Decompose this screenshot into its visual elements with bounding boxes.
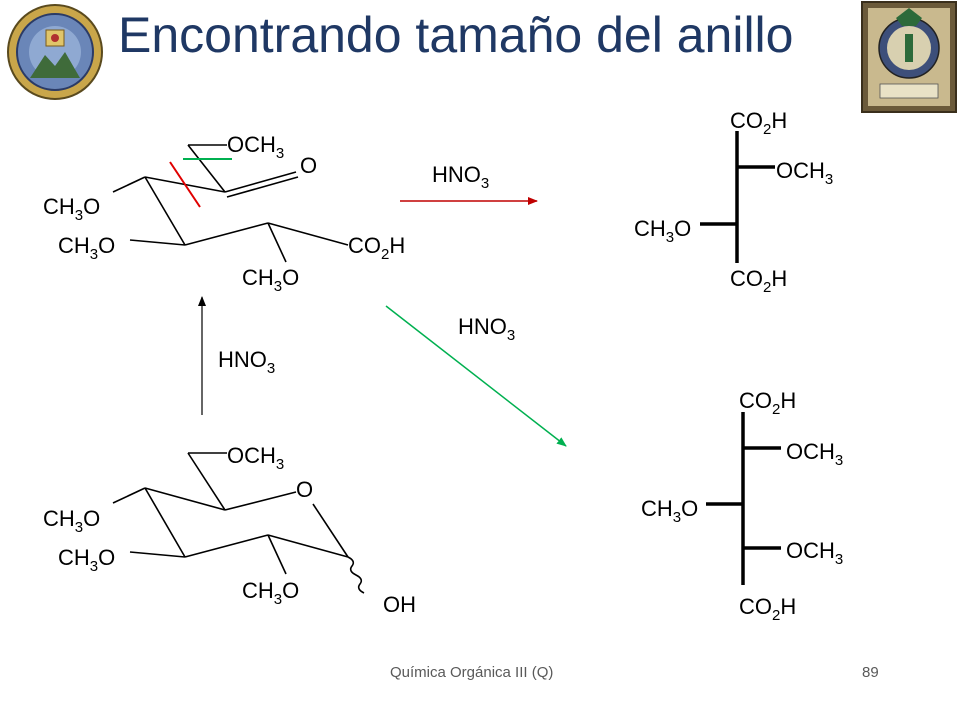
bond	[267, 534, 287, 575]
bond	[267, 534, 349, 558]
bond	[187, 144, 226, 193]
bond	[312, 503, 349, 558]
cleave-mark	[169, 161, 201, 208]
bond	[187, 452, 226, 511]
label-co2h: CO2H	[348, 233, 405, 263]
label-co2h: CO2H	[730, 266, 787, 296]
bond	[129, 551, 186, 558]
label-ch3o: CH3O	[641, 496, 698, 526]
label-och3: OCH3	[786, 538, 843, 568]
label-oh: OH	[383, 592, 416, 617]
label-ch3o: CH3O	[242, 265, 299, 295]
bond	[267, 222, 349, 246]
bond	[184, 222, 269, 246]
label-och3: OCH3	[786, 439, 843, 469]
label-ch3o: CH3O	[43, 506, 100, 536]
faculty-crest-icon	[861, 1, 957, 113]
slide-title: Encontrando tamaño del anillo	[118, 7, 794, 63]
university-seal-icon	[7, 4, 103, 100]
wavy-bond	[347, 556, 365, 594]
reagent-up: HNO3	[218, 347, 275, 377]
bond	[184, 534, 269, 558]
label-ch3o: CH3O	[242, 578, 299, 608]
bond	[226, 176, 299, 198]
page-number: 89	[862, 664, 879, 681]
label-ring-o: O	[300, 153, 317, 178]
bond	[144, 176, 186, 246]
label-och3: OCH3	[776, 158, 833, 188]
bond	[224, 171, 297, 193]
label-ch3o: CH3O	[58, 545, 115, 575]
label-co2h: CO2H	[730, 108, 787, 138]
label-co2h: CO2H	[739, 388, 796, 418]
bond	[112, 176, 146, 193]
label-co2h: CO2H	[739, 594, 796, 624]
label-och3: OCH3	[227, 443, 284, 473]
acid-three-structure	[700, 131, 775, 263]
bond	[129, 239, 186, 246]
label-och3: OCH3	[227, 132, 284, 162]
acid-four-structure	[706, 412, 781, 585]
bond	[267, 222, 287, 263]
label-ring-o: O	[296, 477, 313, 502]
arrow-diagonal	[385, 305, 567, 447]
reagent-right: HNO3	[432, 162, 489, 192]
bond	[224, 491, 297, 511]
footer-course: Química Orgánica III (Q)	[390, 664, 554, 681]
label-ch3o: CH3O	[58, 233, 115, 263]
bond	[144, 487, 186, 558]
pyranose-structure	[112, 452, 365, 594]
label-ch3o: CH3O	[634, 216, 691, 246]
reagent-diagonal: HNO3	[458, 314, 515, 344]
bond	[144, 487, 226, 511]
label-ch3o: CH3O	[43, 194, 100, 224]
bond	[112, 487, 146, 504]
